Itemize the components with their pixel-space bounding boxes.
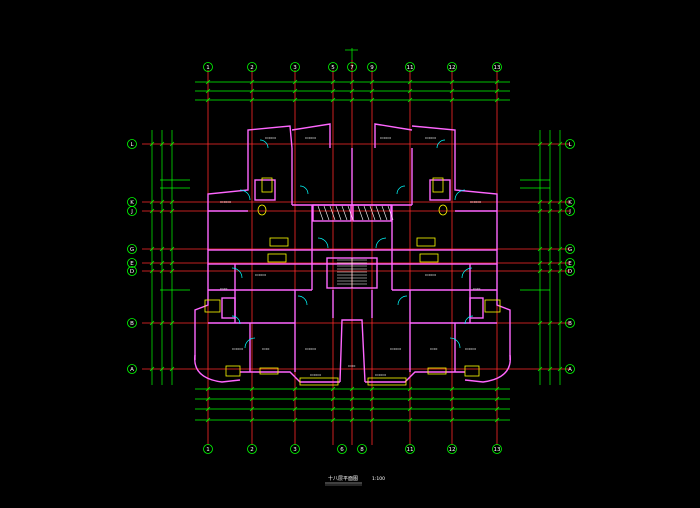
svg-text:G: G bbox=[568, 247, 572, 253]
drawing-title: 十八层平面图 bbox=[328, 475, 358, 482]
room-labels: ▭▭▭ ▭▭▭ ▭▭▭ ▭▭▭ ▭▭▭ ▭▭▭ ▭▭▭ ▭▭▭ ▭▭ ▭▭ ▭▭… bbox=[220, 135, 482, 377]
svg-text:▭▭▭: ▭▭▭ bbox=[310, 372, 322, 377]
axis-bubble-left-J: J bbox=[127, 206, 137, 216]
axis-bubble-left-A: A bbox=[127, 364, 137, 374]
axis-bubble-left-D: D bbox=[127, 266, 137, 276]
axis-bubble-left-E: E bbox=[127, 258, 137, 268]
axis-bubble-left-K: K bbox=[127, 197, 137, 207]
svg-text:▭▭: ▭▭ bbox=[220, 286, 228, 291]
svg-text:▭▭▭: ▭▭▭ bbox=[380, 135, 392, 140]
svg-text:8: 8 bbox=[360, 447, 364, 453]
svg-text:A: A bbox=[130, 367, 134, 373]
svg-text:▭▭▭: ▭▭▭ bbox=[232, 346, 244, 351]
svg-text:2: 2 bbox=[250, 447, 254, 453]
axis-bubble-top-3: 3 bbox=[290, 62, 300, 72]
axis-bubble-bottom-12: 12 bbox=[447, 444, 457, 454]
axis-bubble-top-7: 7 bbox=[347, 62, 357, 72]
svg-text:6: 6 bbox=[340, 447, 344, 453]
svg-text:▭▭▭: ▭▭▭ bbox=[375, 372, 387, 377]
axis-bubble-top-5: 5 bbox=[328, 62, 338, 72]
axis-bubble-top-11: 11 bbox=[405, 62, 415, 72]
svg-text:▭▭▭: ▭▭▭ bbox=[305, 135, 317, 140]
svg-text:▭▭▭: ▭▭▭ bbox=[470, 199, 482, 204]
dimension-lines bbox=[151, 48, 561, 421]
axis-bubble-top-9: 9 bbox=[367, 62, 377, 72]
axis-bubble-bottom-3: 3 bbox=[290, 444, 300, 454]
svg-text:7: 7 bbox=[350, 65, 354, 71]
svg-text:11: 11 bbox=[407, 447, 414, 453]
svg-text:▭▭▭: ▭▭▭ bbox=[255, 272, 267, 277]
axis-bubble-top-1: 1 bbox=[203, 62, 213, 72]
svg-text:▭▭▭: ▭▭▭ bbox=[305, 346, 317, 351]
axis-bubble-right-A: A bbox=[565, 364, 575, 374]
svg-text:J: J bbox=[130, 209, 133, 215]
axis-bubble-left-G: G bbox=[127, 244, 137, 254]
svg-text:▭▭: ▭▭ bbox=[473, 286, 481, 291]
svg-text:▭▭: ▭▭ bbox=[348, 363, 356, 368]
svg-text:12: 12 bbox=[449, 447, 456, 453]
svg-text:5: 5 bbox=[331, 65, 335, 71]
stair-hatching bbox=[317, 205, 394, 288]
svg-text:11: 11 bbox=[407, 65, 414, 71]
svg-text:1: 1 bbox=[206, 65, 210, 71]
svg-text:▭▭: ▭▭ bbox=[430, 346, 438, 351]
svg-text:9: 9 bbox=[370, 65, 374, 71]
svg-text:3: 3 bbox=[293, 447, 297, 453]
svg-text:▭▭▭: ▭▭▭ bbox=[425, 135, 437, 140]
svg-text:K: K bbox=[130, 200, 134, 206]
dimension-ticks bbox=[149, 79, 563, 423]
axis-bubble-top-2: 2 bbox=[247, 62, 257, 72]
svg-text:▭▭: ▭▭ bbox=[262, 346, 270, 351]
axis-bubble-bottom-1: 1 bbox=[203, 444, 213, 454]
building-walls bbox=[194, 123, 511, 383]
axis-bubble-bottom-8: 8 bbox=[357, 444, 367, 454]
svg-text:L: L bbox=[568, 142, 572, 148]
svg-text:D: D bbox=[130, 269, 134, 275]
svg-text:1: 1 bbox=[206, 447, 210, 453]
axis-bubble-top-13: 13 bbox=[492, 62, 502, 72]
svg-text:▭▭▭: ▭▭▭ bbox=[390, 346, 402, 351]
svg-text:B: B bbox=[568, 321, 572, 327]
svg-text:A: A bbox=[568, 367, 572, 373]
svg-text:3: 3 bbox=[293, 65, 297, 71]
svg-text:▭▭▭: ▭▭▭ bbox=[265, 135, 277, 140]
axis-bubble-right-J: J bbox=[565, 206, 575, 216]
svg-text:13: 13 bbox=[494, 447, 501, 453]
svg-text:K: K bbox=[568, 200, 572, 206]
svg-text:▭▭▭: ▭▭▭ bbox=[425, 272, 437, 277]
axis-bubble-left-B: B bbox=[127, 318, 137, 328]
svg-text:D: D bbox=[568, 269, 572, 275]
axis-bubble-bottom-13: 13 bbox=[492, 444, 502, 454]
svg-text:▭▭▭: ▭▭▭ bbox=[220, 199, 232, 204]
svg-text:E: E bbox=[568, 261, 572, 267]
axis-bubble-right-G: G bbox=[565, 244, 575, 254]
svg-text:J: J bbox=[568, 209, 571, 215]
axis-bubble-top-12: 12 bbox=[447, 62, 457, 72]
drawing-title-block: 十八层平面图 1:100 bbox=[325, 475, 385, 486]
axis-bubble-bottom-2: 2 bbox=[247, 444, 257, 454]
axis-bubble-right-L: L bbox=[565, 139, 575, 149]
axis-bubble-bottom-6: 6 bbox=[337, 444, 347, 454]
fixtures bbox=[204, 177, 501, 386]
svg-text:L: L bbox=[130, 142, 134, 148]
axis-bubble-bottom-11: 11 bbox=[405, 444, 415, 454]
axis-bubble-right-B: B bbox=[565, 318, 575, 328]
door-swings bbox=[231, 139, 474, 349]
svg-text:E: E bbox=[130, 261, 134, 267]
axis-grid bbox=[142, 60, 570, 445]
axis-bubble-left-L: L bbox=[127, 139, 137, 149]
svg-text:12: 12 bbox=[449, 65, 456, 71]
drawing-scale: 1:100 bbox=[372, 476, 385, 482]
svg-text:2: 2 bbox=[250, 65, 254, 71]
svg-text:G: G bbox=[130, 247, 134, 253]
svg-text:13: 13 bbox=[494, 65, 501, 71]
svg-text:▭▭▭: ▭▭▭ bbox=[465, 346, 477, 351]
axis-bubble-right-E: E bbox=[565, 258, 575, 268]
svg-text:B: B bbox=[130, 321, 134, 327]
axis-bubble-right-D: D bbox=[565, 266, 575, 276]
